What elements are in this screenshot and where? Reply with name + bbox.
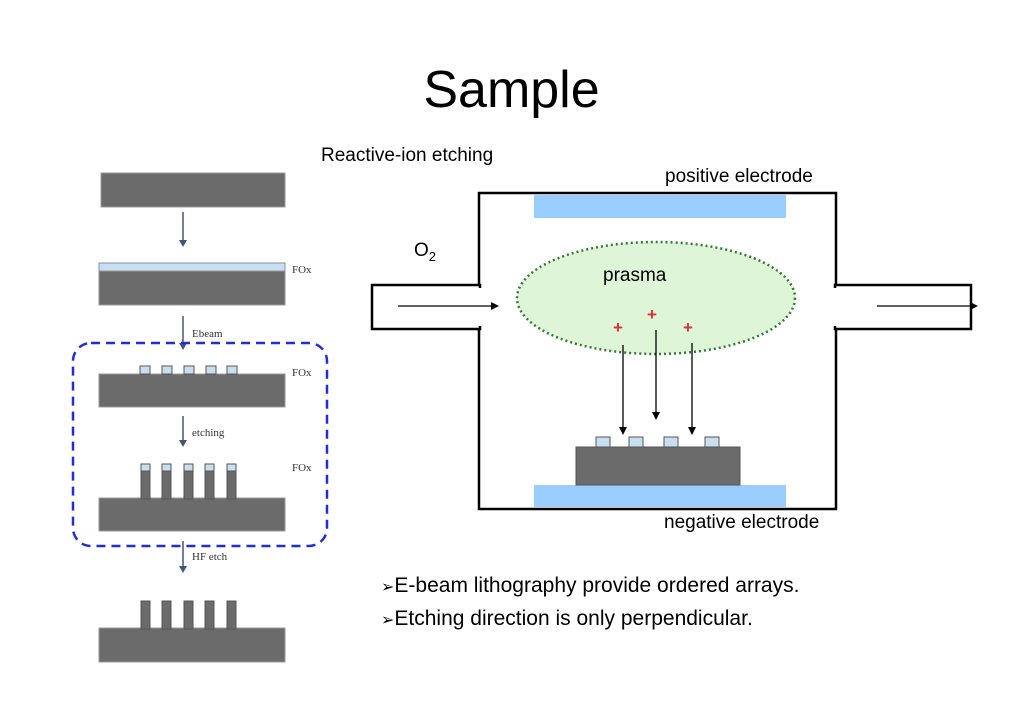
substrate-step5 — [98, 627, 286, 663]
sample-substrate — [575, 446, 741, 486]
gas-subscript: 2 — [428, 248, 437, 264]
etching-label: etching — [192, 427, 225, 439]
bullet-item-2: ➢Etching direction is only perpendicular… — [381, 607, 753, 630]
page-title: Sample — [423, 61, 600, 119]
ebeam-label: Ebeam — [192, 328, 223, 340]
gas-symbol: O — [414, 240, 429, 261]
flow-arrowhead-1 — [179, 240, 187, 247]
positive-electrode — [534, 195, 786, 218]
negative-electrode — [534, 485, 786, 507]
pillars-step5 — [140, 600, 237, 630]
substrate-step3 — [98, 373, 286, 408]
ion-plus-1: + — [613, 318, 623, 337]
bullet-marker-icon: ➢ — [381, 579, 395, 596]
positive-electrode-label: positive electrode — [665, 166, 813, 187]
sample-fox-mask — [595, 436, 720, 448]
rie-heading: Reactive-ion etching — [321, 145, 494, 166]
bullet-item-1: ➢E-beam lithography provide ordered arra… — [381, 574, 800, 597]
substrate-step2 — [98, 270, 286, 306]
fox-label-3: FOx — [292, 462, 312, 474]
substrate-step1 — [100, 172, 286, 208]
fox-label-1: FOx — [292, 264, 312, 276]
fox-dots-step3 — [139, 365, 238, 375]
substrate-step4 — [98, 497, 286, 532]
negative-electrode-label: negative electrode — [664, 512, 820, 533]
highlight-dashed-box — [71, 341, 329, 548]
flow-arrowhead-3 — [179, 440, 187, 447]
gas-inlet-pipe — [370, 283, 482, 331]
flow-arrowhead-4 — [179, 566, 187, 573]
hf-etch-label: HF etch — [192, 551, 228, 563]
gas-outlet-pipe — [833, 283, 973, 331]
bullet-marker-icon: ➢ — [381, 612, 395, 629]
bullet-list: ➢E-beam lithography provide ordered arra… — [381, 570, 799, 636]
flow-arrowhead-2 — [179, 343, 187, 350]
fox-label-2: FOx — [292, 367, 312, 379]
ion-plus-3: + — [683, 318, 693, 337]
plasma-label: prasma — [603, 265, 667, 286]
gas-label: O2 — [414, 240, 436, 264]
ion-plus-2: + — [647, 305, 657, 324]
fox-layer-step2 — [98, 262, 286, 272]
pillars-step4 — [140, 463, 237, 500]
